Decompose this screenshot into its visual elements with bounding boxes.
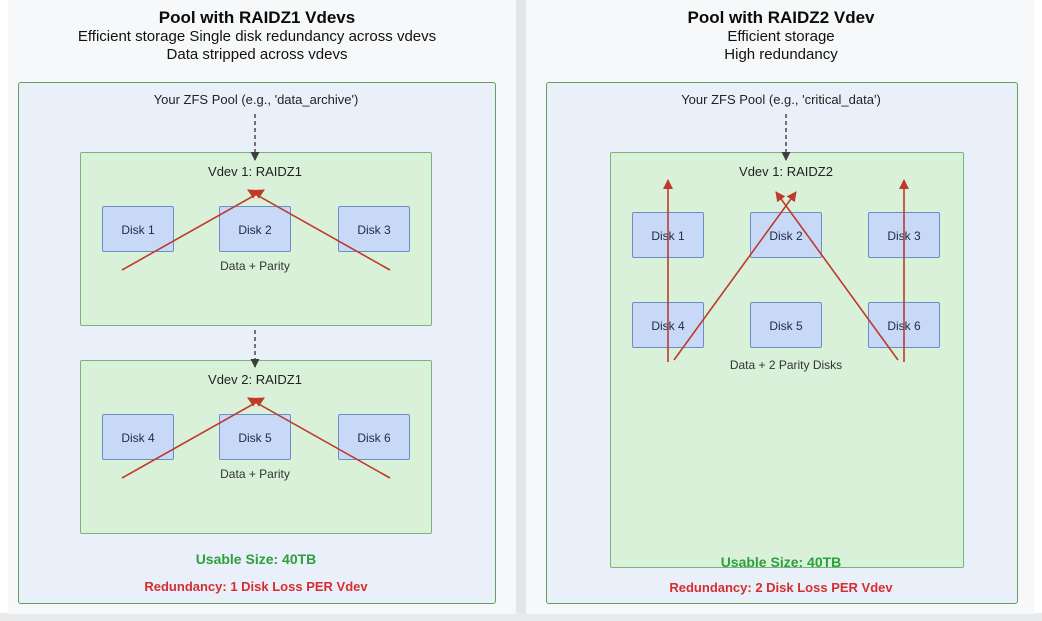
disk-box: Disk 5 xyxy=(219,414,291,460)
disk-box: Disk 2 xyxy=(750,212,822,258)
disk-box: Disk 5 xyxy=(750,302,822,348)
disk-box: Disk 1 xyxy=(632,212,704,258)
panel-raidz1: Pool with RAIDZ1 Vdevs Efficient storage… xyxy=(8,0,516,614)
disk-box: Disk 3 xyxy=(338,206,410,252)
disk-box: Disk 6 xyxy=(338,414,410,460)
raidz2-vdev1-note: Data + 2 Parity Disks xyxy=(729,358,843,372)
raidz2-usable-size: Usable Size: 40TB xyxy=(720,554,842,570)
raidz1-title: Pool with RAIDZ1 Vdevs xyxy=(158,8,356,27)
raidz1-vdev2-note: Data + Parity xyxy=(220,467,290,481)
raidz2-pool-label: Your ZFS Pool (e.g., 'critical_data') xyxy=(681,92,881,107)
raidz1-subtitle1: Efficient storage Single disk redundancy… xyxy=(77,28,437,45)
raidz2-redundancy: Redundancy: 2 Disk Loss PER Vdev xyxy=(669,580,893,595)
disk-box: Disk 2 xyxy=(219,206,291,252)
raidz1-vdev1-note: Data + Parity xyxy=(220,259,290,273)
raidz1-redundancy: Redundancy: 1 Disk Loss PER Vdev xyxy=(144,579,368,594)
raidz1-pool-label: Your ZFS Pool (e.g., 'data_archive') xyxy=(153,92,359,107)
raidz2-subtitle1: Efficient storage xyxy=(727,28,835,45)
disk-box: Disk 6 xyxy=(868,302,940,348)
raidz1-subtitle2: Data stripped across vdevs xyxy=(166,46,348,63)
disk-box: Disk 4 xyxy=(632,302,704,348)
panel-raidz2: Pool with RAIDZ2 Vdev Efficient storage … xyxy=(526,0,1034,614)
raidz2-subtitle2: High redundancy xyxy=(724,46,838,63)
raidz2-vdev1-title: Vdev 1: RAIDZ2 xyxy=(739,164,833,179)
raidz1-vdev2-title: Vdev 2: RAIDZ1 xyxy=(208,372,302,387)
disk-box: Disk 3 xyxy=(868,212,940,258)
disk-box: Disk 4 xyxy=(102,414,174,460)
raidz1-usable-size: Usable Size: 40TB xyxy=(195,551,317,567)
raidz2-title: Pool with RAIDZ2 Vdev xyxy=(687,8,875,27)
raidz1-vdev1-title: Vdev 1: RAIDZ1 xyxy=(208,164,302,179)
bottom-band xyxy=(0,613,1042,621)
panel-divider xyxy=(516,0,526,621)
disk-box: Disk 1 xyxy=(102,206,174,252)
